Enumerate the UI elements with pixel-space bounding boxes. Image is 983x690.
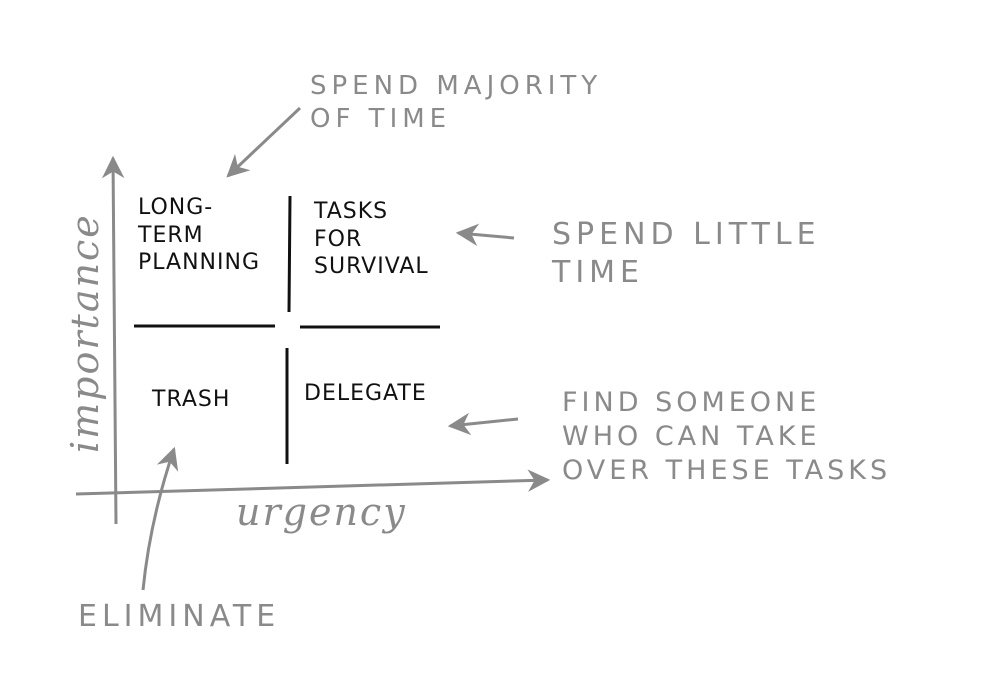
note-spend-little: SPEND LITTLE TIME <box>552 217 821 290</box>
arrow-eliminate <box>141 446 179 591</box>
quadrant-top-left-label: LONG- TERM PLANNING <box>138 195 260 275</box>
y-axis-label: importance <box>63 213 107 453</box>
quadrant-top-right-label: TASKS FOR SURVIVAL <box>314 199 429 279</box>
quadrant-bottom-right-label: DELEGATE <box>304 381 427 406</box>
x-axis-label: urgency <box>236 490 407 534</box>
divider-vertical-top <box>287 195 292 313</box>
y-axis-line <box>101 155 125 525</box>
note-eliminate: ELIMINATE <box>78 599 281 634</box>
arrow-find-someone <box>447 412 519 436</box>
quadrant-bottom-left-label: TRASH <box>152 387 231 412</box>
arrow-spend-little <box>455 223 515 247</box>
note-find-someone: FIND SOMEONE WHO CAN TAKE OVER THESE TAS… <box>562 387 892 486</box>
arrow-spend-majority <box>226 106 302 178</box>
x-axis-line <box>75 469 551 496</box>
note-spend-majority: SPEND MAJORITY OF TIME <box>310 71 603 134</box>
